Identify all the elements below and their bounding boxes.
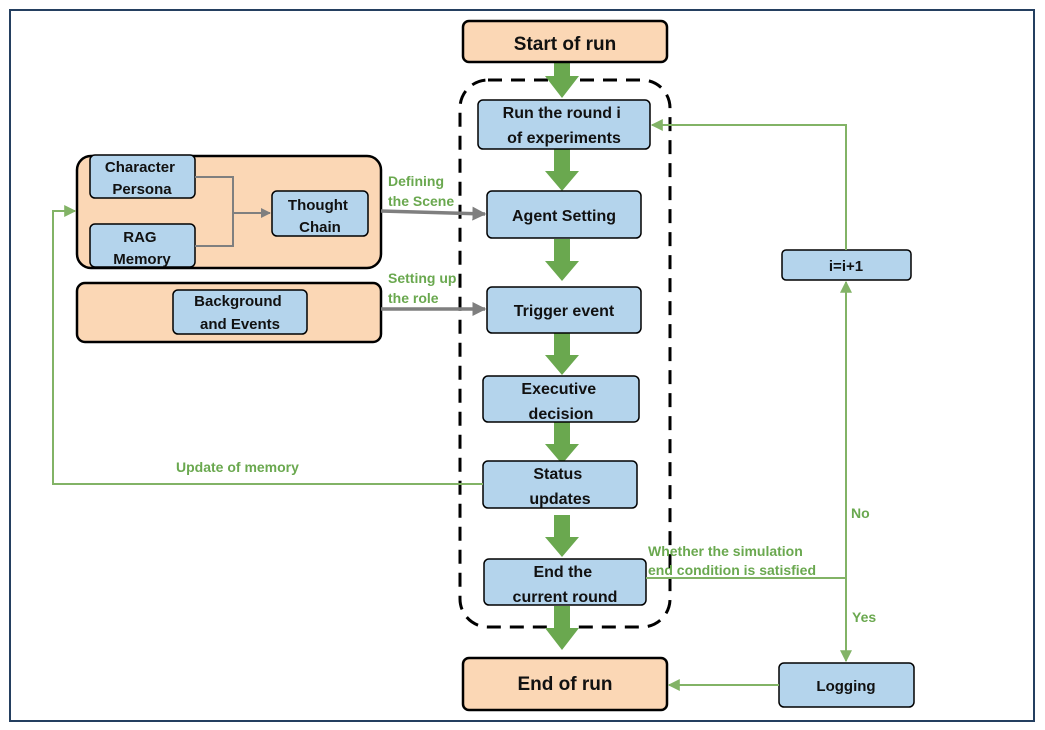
background-events-line-1: Background [194, 293, 282, 310]
flow-arrow-status-to-endround [545, 515, 579, 557]
agent-setting-label: Agent Setting [512, 208, 616, 225]
update-memory-line [52, 205, 483, 485]
no-label: No [851, 505, 870, 521]
end-of-run-label: End of run [518, 674, 613, 695]
background-events-label: Background and Events [194, 293, 286, 333]
run-round-label: Run the round i of experiments [503, 105, 626, 147]
end-round-line-2: current round [513, 589, 618, 606]
outer-frame [9, 9, 1035, 722]
persona-connectors [195, 176, 271, 247]
rag-memory-line-2: Memory [113, 251, 171, 268]
flow-arrow-agent-to-trigger [545, 239, 579, 281]
executive-decision-line-1: Executive [521, 381, 596, 398]
setting-role-line-1: Setting up [388, 270, 456, 286]
thought-chain-line-1: Thought [288, 197, 348, 214]
trigger-event-label: Trigger event [514, 303, 615, 320]
defining-scene-arrow [380, 206, 487, 221]
yes-label: Yes [852, 609, 876, 625]
run-round-line-1: Run the round i [503, 105, 621, 122]
trigger-event-node [486, 286, 642, 334]
end-round-line-1: End the [533, 564, 592, 581]
increment-to-round-line [650, 119, 847, 250]
background-events-node [172, 289, 308, 335]
condition-label: Whether the simulation end condition is … [648, 543, 816, 578]
update-memory-label: Update of memory [176, 459, 299, 475]
defining-scene-line-2: the Scene [388, 193, 454, 209]
setting-role-label: Setting up the role [388, 270, 460, 306]
status-updates-line-2: updates [529, 491, 590, 508]
flow-arrow-trigger-to-decision [545, 333, 579, 375]
end-round-node [483, 558, 647, 606]
executive-decision-line-2: decision [529, 406, 594, 423]
background-events-line-2: and Events [200, 316, 280, 333]
defining-scene-line-1: Defining [388, 173, 444, 189]
logging-label: Logging [816, 678, 875, 695]
end-of-run-node [461, 656, 669, 712]
rag-memory-label: RAG Memory [113, 229, 171, 268]
status-updates-label: Status updates [529, 466, 590, 508]
increment-label: i=i+1 [829, 258, 863, 275]
agent-setting-node [486, 190, 642, 239]
rag-memory-line-1: RAG [123, 229, 156, 246]
flow-arrow-decision-to-status [545, 422, 579, 464]
character-persona-line-2: Persona [112, 181, 172, 198]
start-of-run-node [461, 19, 669, 64]
character-persona-line-1: Character [105, 159, 175, 176]
flow-arrow-start-to-round [545, 62, 579, 98]
executive-decision-node [482, 375, 640, 423]
character-persona-label: Character Persona [105, 159, 179, 198]
thought-chain-label: Thought Chain [288, 197, 352, 236]
decision-loop-lines [646, 119, 852, 691]
run-round-line-2: of experiments [507, 130, 621, 147]
run-round-node [477, 99, 651, 150]
setting-role-line-2: the role [388, 290, 439, 306]
start-of-run-label: Start of run [514, 34, 616, 55]
condition-line-2: end condition is satisfied [648, 562, 816, 578]
flow-arrow-round-to-agent [545, 149, 579, 191]
main-flow-arrows [545, 62, 579, 650]
thought-chain-line-2: Chain [299, 219, 341, 236]
status-updates-line-1: Status [533, 466, 582, 483]
end-round-label: End the current round [513, 564, 618, 606]
condition-line-1: Whether the simulation [648, 543, 803, 559]
defining-scene-label: Defining the Scene [388, 173, 454, 209]
thought-chain-node [271, 190, 369, 237]
flow-arrow-endround-to-end [545, 606, 579, 650]
executive-decision-label: Executive decision [521, 381, 600, 423]
